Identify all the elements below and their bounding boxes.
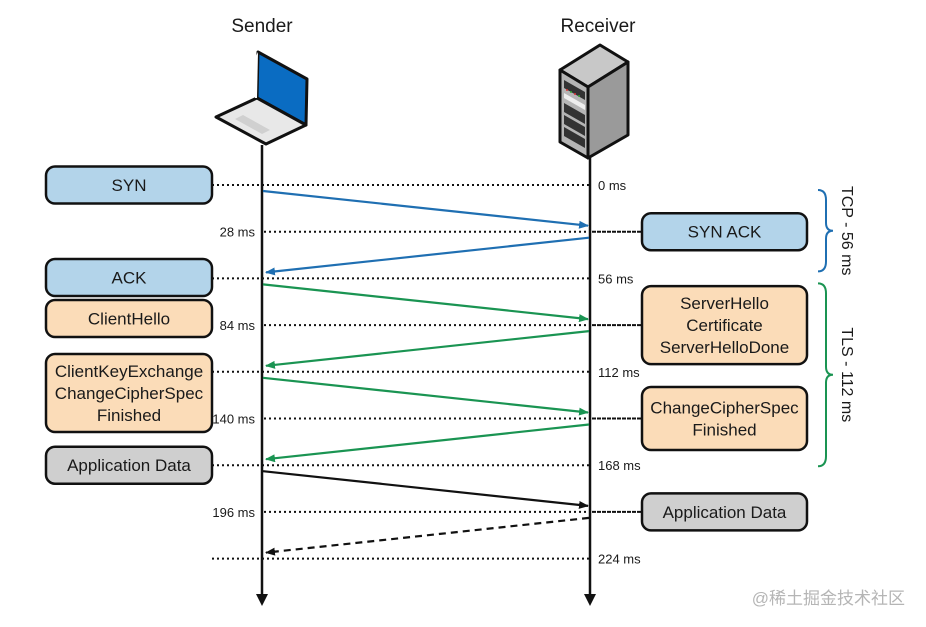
- message-label: SYN ACK: [688, 223, 762, 242]
- message-label: SYN: [112, 176, 147, 195]
- message-arrow-tcp: [265, 236, 590, 276]
- message-label: ChangeCipherSpec: [650, 399, 799, 418]
- message-label: Finished: [97, 406, 161, 425]
- message-label: ServerHelloDone: [660, 338, 789, 357]
- receiver-message-box: SYN ACK: [640, 211, 809, 252]
- sender-message-box: ClientKeyExchangeChangeCipherSpecFinishe…: [44, 352, 214, 434]
- timestamp-label: 168 ms: [598, 458, 641, 473]
- message-label: ChangeCipherSpec: [55, 384, 204, 403]
- sender-message-box: SYN: [44, 165, 214, 205]
- laptop-icon: [214, 50, 309, 146]
- watermark: @稀土掘金技术社区: [752, 589, 905, 608]
- timestamp-label: 224 ms: [598, 552, 641, 567]
- receiver-title: Receiver: [561, 16, 637, 37]
- timestamp-label: 84 ms: [220, 318, 256, 333]
- message-label: Finished: [692, 421, 756, 440]
- message-arrow-data: [262, 470, 589, 509]
- message-label: ACK: [112, 269, 148, 288]
- timestamp-label: 196 ms: [212, 505, 255, 520]
- message-arrow-tcp: [262, 189, 589, 229]
- sender-message-box: ACK: [44, 257, 214, 298]
- tls-brace: [817, 282, 834, 468]
- timestamp-label: 140 ms: [212, 412, 255, 427]
- receiver-lifeline-arrowhead: [584, 594, 596, 606]
- message-arrow-tls: [265, 330, 590, 369]
- message-label: ServerHello: [680, 294, 769, 313]
- message-label: Application Data: [67, 456, 191, 475]
- timestamp-label: 56 ms: [598, 271, 634, 286]
- message-label: Application Data: [663, 503, 787, 522]
- tcp-brace: [817, 189, 834, 273]
- tcp-duration-label: TCP - 56 ms: [838, 186, 855, 276]
- sender-lifeline-arrowhead: [256, 594, 268, 606]
- sender-message-box: ClientHello: [44, 298, 214, 339]
- server-icon: [558, 43, 630, 160]
- timestamp-label: 112 ms: [598, 365, 640, 380]
- receiver-message-box: Application Data: [640, 492, 809, 532]
- message-label: ClientKeyExchange: [55, 362, 203, 381]
- message-arrow-tls: [262, 283, 589, 323]
- message-label: ClientHello: [88, 310, 170, 329]
- message-arrow-tls: [262, 376, 589, 416]
- message-label: Certificate: [686, 316, 763, 335]
- timestamp-label: 28 ms: [220, 225, 256, 240]
- timestamp-label: 0 ms: [598, 178, 627, 193]
- tls-duration-label: TLS - 112 ms: [838, 327, 855, 422]
- message-arrow-data: [265, 516, 590, 556]
- sender-message-box: Application Data: [44, 445, 214, 485]
- sender-title: Sender: [231, 16, 293, 37]
- message-arrow-tls: [265, 423, 590, 463]
